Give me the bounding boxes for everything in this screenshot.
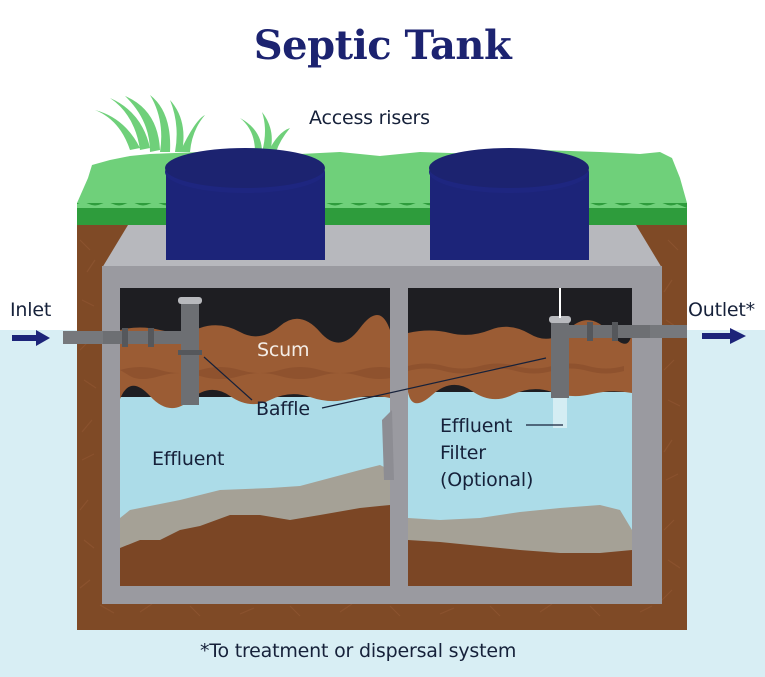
outlet-label: Outlet*: [688, 299, 755, 321]
sludge-brown-right: [408, 540, 632, 586]
baffle-leader-right: [321, 357, 547, 409]
grass-tuft-left: [95, 95, 290, 152]
outlet-arrow-icon: [702, 328, 746, 344]
effluent-filter-label-line3: (Optional): [440, 469, 534, 491]
inlet-arrow-icon: [12, 330, 50, 346]
page-title: Septic Tank: [253, 22, 512, 69]
sludge-brown-left: [120, 505, 390, 586]
divider-wall: [390, 286, 408, 586]
scum-label: Scum: [257, 339, 310, 361]
effluent-filter-label-line1: Effluent: [440, 415, 513, 437]
inlet-pipe: [63, 297, 202, 405]
outlet-baffle: [551, 318, 569, 398]
baffle-leader-left: [203, 356, 253, 401]
baffle-label: Baffle: [256, 398, 310, 420]
soil-texture: [79, 239, 681, 617]
scum-layer-right: [408, 320, 632, 404]
footnote: *To treatment or dispersal system: [200, 640, 517, 662]
effluent-filter-label-line2: Filter: [440, 442, 486, 464]
access-risers-label: Access risers: [309, 107, 430, 129]
effluent-filter: [553, 398, 567, 428]
inlet-label: Inlet: [10, 299, 52, 321]
outlet-pipe: [549, 288, 687, 428]
effluent-label: Effluent: [152, 448, 225, 470]
